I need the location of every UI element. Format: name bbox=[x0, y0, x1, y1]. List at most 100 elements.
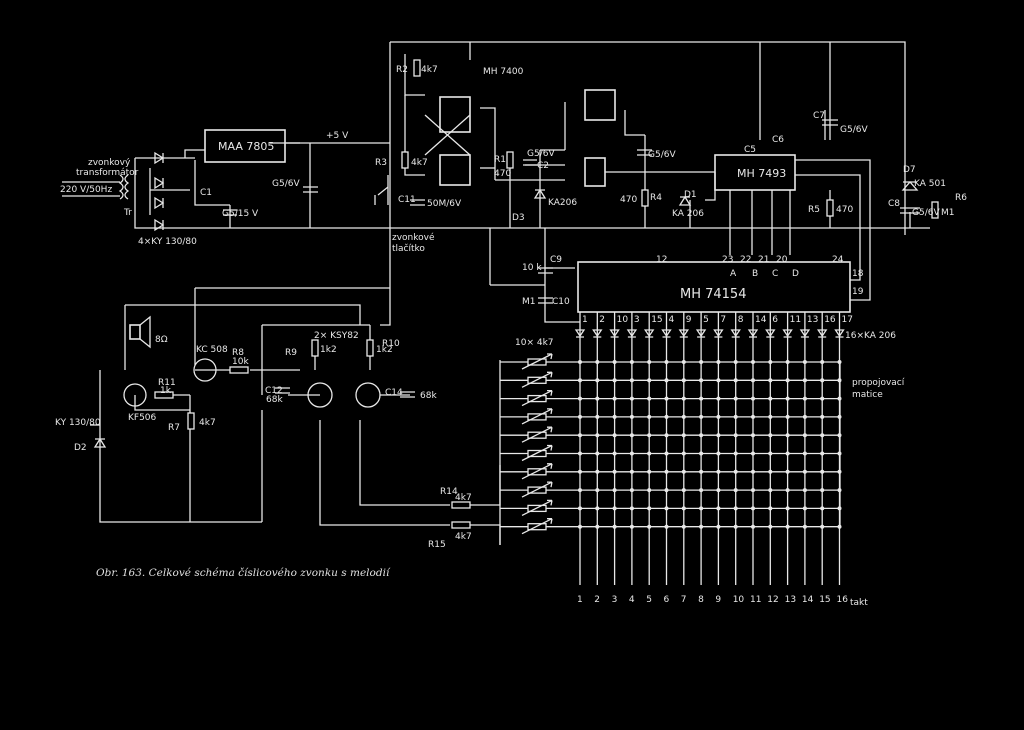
matrix-node bbox=[578, 396, 582, 401]
label-c7-value: G5/6V bbox=[840, 125, 868, 135]
label-pin-20: 20 bbox=[776, 255, 788, 265]
matrix-node bbox=[629, 433, 634, 438]
label-r6-value: M1 bbox=[941, 208, 955, 218]
matrix-node bbox=[785, 469, 790, 474]
label-r11-value: 1k bbox=[160, 386, 172, 396]
matrix-node bbox=[647, 396, 652, 401]
matrix-node bbox=[733, 524, 738, 529]
matrix-node bbox=[768, 360, 773, 364]
matrix-node bbox=[733, 433, 738, 438]
capacitor-g5 bbox=[637, 149, 652, 156]
transistor-t1 bbox=[123, 383, 147, 407]
matrix-node bbox=[716, 469, 721, 474]
matrix-node bbox=[578, 433, 582, 438]
counter-box bbox=[714, 154, 796, 191]
matrix-node bbox=[751, 396, 755, 401]
resistor-r14 bbox=[451, 501, 471, 509]
matrix-node bbox=[681, 524, 686, 529]
matrix-node bbox=[802, 506, 807, 511]
label-c5: C5 bbox=[744, 145, 756, 155]
matrix-node bbox=[716, 396, 721, 401]
label-input-c: C bbox=[772, 269, 778, 279]
label-r2-value: 4k7 bbox=[421, 65, 438, 75]
matrix-node bbox=[785, 506, 790, 511]
trimmer-arrow bbox=[521, 463, 553, 480]
label-trimmers: 10× 4k7 bbox=[515, 338, 554, 348]
matrix-node bbox=[768, 469, 773, 474]
label-speaker: 8Ω bbox=[155, 335, 168, 345]
label-matrix-2: matice bbox=[852, 390, 883, 400]
matrix-node bbox=[681, 396, 686, 401]
matrix-node bbox=[768, 414, 773, 419]
matrix-node bbox=[578, 506, 582, 511]
label-button-1: zvonkové bbox=[392, 232, 435, 243]
label-pin-12: 12 bbox=[656, 255, 667, 265]
label-input-b: B bbox=[752, 269, 758, 279]
matrix-node bbox=[699, 469, 704, 474]
matrix-node bbox=[664, 488, 669, 493]
resistor-r4 bbox=[641, 189, 649, 207]
label-r8: R8 bbox=[232, 348, 244, 358]
label-t1: KF506 bbox=[128, 413, 157, 423]
resistor-r3 bbox=[401, 151, 409, 169]
trimmer-arrow bbox=[521, 518, 553, 535]
matrix-node bbox=[578, 469, 582, 474]
trimmer-arrow bbox=[521, 426, 553, 443]
step-label: 11 bbox=[750, 595, 761, 605]
label-c1-value: G5/15 V bbox=[222, 209, 259, 219]
decoder-diode bbox=[730, 329, 741, 338]
resistor-r8 bbox=[229, 366, 249, 374]
transistor-t3 bbox=[307, 382, 333, 408]
capacitor-c12 bbox=[275, 387, 290, 394]
matrix-node bbox=[733, 469, 738, 474]
matrix-node bbox=[681, 469, 686, 474]
matrix-node bbox=[751, 488, 755, 493]
matrix-node bbox=[820, 414, 825, 419]
decoder-diode bbox=[678, 329, 690, 338]
label-c11-value: 50M/6V bbox=[427, 199, 462, 209]
label-c12: C12 bbox=[265, 386, 283, 396]
matrix-node bbox=[681, 360, 686, 364]
label-r4-value: 470 bbox=[620, 195, 637, 205]
decoder-pin-label: 13 bbox=[807, 315, 818, 325]
matrix-node bbox=[785, 451, 790, 456]
matrix-node bbox=[629, 414, 634, 419]
label-r10: R10 bbox=[382, 339, 400, 349]
trimmer-arrow bbox=[521, 408, 553, 425]
matrix-node bbox=[578, 378, 582, 383]
matrix-node bbox=[681, 488, 686, 493]
resistor-r6 bbox=[931, 201, 939, 219]
matrix-grid bbox=[500, 312, 842, 585]
matrix-node bbox=[629, 524, 634, 529]
rectifier-diode-4 bbox=[154, 218, 165, 232]
matrix-node bbox=[595, 378, 600, 383]
resistor-r1 bbox=[506, 151, 514, 169]
label-r14: R14 bbox=[440, 487, 458, 497]
label-pin-18: 18 bbox=[852, 269, 864, 279]
matrix-node bbox=[681, 414, 686, 419]
matrix-node bbox=[612, 469, 617, 474]
label-regulator: MAA 7805 bbox=[218, 140, 274, 153]
pushbutton bbox=[374, 175, 389, 205]
matrix-node bbox=[612, 396, 617, 401]
label-supply: +5 V bbox=[326, 131, 349, 141]
resistor-r10 bbox=[366, 339, 374, 357]
matrix-node bbox=[629, 360, 634, 364]
decoder-diode bbox=[765, 329, 776, 338]
label-pin-24: 24 bbox=[832, 255, 844, 265]
matrix-node bbox=[733, 414, 738, 419]
step-label: 13 bbox=[785, 595, 796, 605]
matrix-node bbox=[820, 524, 825, 529]
components bbox=[93, 59, 939, 529]
matrix-node bbox=[699, 414, 704, 419]
matrix-node bbox=[647, 433, 652, 438]
matrix-node bbox=[699, 433, 704, 438]
matrix-node bbox=[716, 506, 721, 511]
decoder-diode bbox=[834, 329, 845, 338]
label-c1: C1 bbox=[200, 188, 212, 198]
label-c8-value: G5/6V bbox=[912, 208, 940, 218]
step-label: 6 bbox=[664, 595, 670, 605]
capacitor-c2 bbox=[523, 159, 537, 166]
matrix-node bbox=[664, 433, 669, 438]
